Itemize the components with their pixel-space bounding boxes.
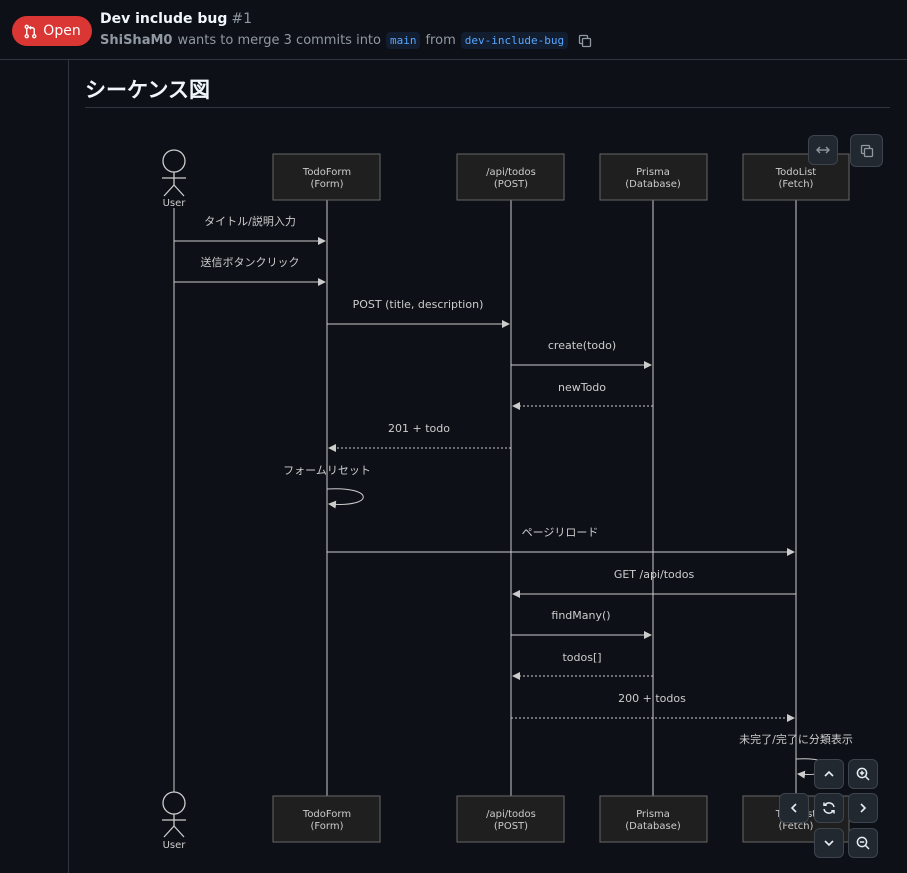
message-label-11: todos[]	[562, 651, 601, 664]
participant-api-top	[456, 153, 565, 201]
git-pull-request-icon	[24, 24, 37, 38]
chevron-right-icon	[860, 803, 867, 813]
pan-up-button[interactable]	[814, 759, 844, 789]
message-label-1: タイトル/説明入力	[204, 214, 296, 228]
message-label-9: GET /api/todos	[614, 568, 695, 581]
pr-status-badge: Open	[12, 16, 92, 46]
actor-user-bottom-label: User	[163, 840, 187, 851]
zoom-out-button[interactable]	[848, 828, 878, 858]
message-label-13: 未完了/完了に分類表示	[739, 732, 853, 746]
pr-meta: ShiShaM0 wants to merge 3 commits into m…	[100, 32, 593, 49]
expand-button[interactable]	[808, 135, 838, 165]
participant-prisma-top-line1: Prisma	[636, 167, 670, 178]
participant-api-bottom	[456, 795, 565, 843]
message-label-8: ページリロード	[522, 526, 599, 539]
participant-todolist-top-line1: TodoList	[775, 167, 817, 178]
chevron-up-icon	[824, 770, 834, 777]
participant-todoform-top-line2: (Form)	[311, 179, 344, 190]
actor-user-top-label: User	[163, 198, 187, 209]
participant-prisma-bottom-line1: Prisma	[636, 809, 670, 820]
base-branch-link[interactable]: main	[385, 32, 421, 49]
participant-prisma-top-line2: (Database)	[625, 179, 681, 190]
participant-todoform-bottom	[272, 795, 381, 843]
pr-number: #1	[231, 11, 252, 27]
participant-prisma-bottom	[599, 795, 708, 843]
chevron-left-icon	[790, 803, 797, 813]
pan-left-button[interactable]	[779, 793, 809, 823]
message-label-2: 送信ボタンクリック	[201, 255, 300, 269]
zoom-in-icon	[856, 767, 870, 781]
message-arrow-7	[326, 488, 364, 509]
pr-author-link[interactable]: ShiShaM0	[100, 33, 173, 48]
pr-title[interactable]: Dev include bug#1	[100, 11, 252, 27]
copy-icon	[860, 144, 873, 157]
arrow-both-icon	[816, 146, 830, 154]
content-left-border	[68, 60, 69, 873]
zoom-in-button[interactable]	[848, 759, 878, 789]
pan-right-button[interactable]	[848, 793, 878, 823]
participant-todoform-bottom-line2: (Form)	[311, 821, 344, 832]
actor-user-bottom	[162, 791, 186, 838]
message-label-4: create(todo)	[548, 339, 616, 352]
message-label-7: フォームリセット	[283, 464, 371, 477]
copy-icon[interactable]	[577, 33, 593, 49]
participant-api-top-line2: (POST)	[494, 179, 528, 190]
participant-prisma-bottom-line2: (Database)	[625, 821, 681, 832]
participant-api-top-line1: /api/todos	[486, 167, 536, 178]
message-label-12: 200 + todos	[618, 692, 686, 705]
pr-title-text: Dev include bug	[100, 11, 228, 27]
sync-icon	[823, 802, 835, 814]
zoom-out-icon	[856, 836, 870, 850]
pr-header: Open Dev include bug#1 ShiShaM0 wants to…	[0, 0, 907, 60]
pan-down-button[interactable]	[814, 828, 844, 858]
participant-todoform-top	[272, 153, 381, 201]
section-divider	[85, 107, 890, 108]
reset-view-button[interactable]	[814, 793, 844, 823]
participant-todoform-bottom-line1: TodoForm	[302, 809, 351, 820]
head-branch-link[interactable]: dev-include-bug	[460, 32, 569, 49]
section-heading: シーケンス図	[85, 78, 210, 102]
participant-api-bottom-line2: (POST)	[494, 821, 528, 832]
message-label-6: 201 + todo	[388, 422, 450, 435]
participant-api-bottom-line1: /api/todos	[486, 809, 536, 820]
participant-todolist-top-line2: (Fetch)	[779, 179, 814, 190]
chevron-down-icon	[824, 840, 834, 847]
from-text: from	[425, 33, 456, 48]
copy-diagram-button[interactable]	[850, 134, 883, 167]
participant-todoform-top-line1: TodoForm	[302, 167, 351, 178]
pr-status-label: Open	[43, 23, 81, 39]
message-label-5: newTodo	[558, 381, 606, 394]
message-label-3: POST (title, description)	[353, 298, 484, 311]
message-label-10: findMany()	[551, 609, 610, 622]
participant-todolist-bottom-line2: (Fetch)	[779, 821, 814, 832]
merge-text: wants to merge 3 commits into	[177, 33, 381, 48]
participant-prisma-top	[599, 153, 708, 201]
actor-user-top	[162, 149, 186, 197]
